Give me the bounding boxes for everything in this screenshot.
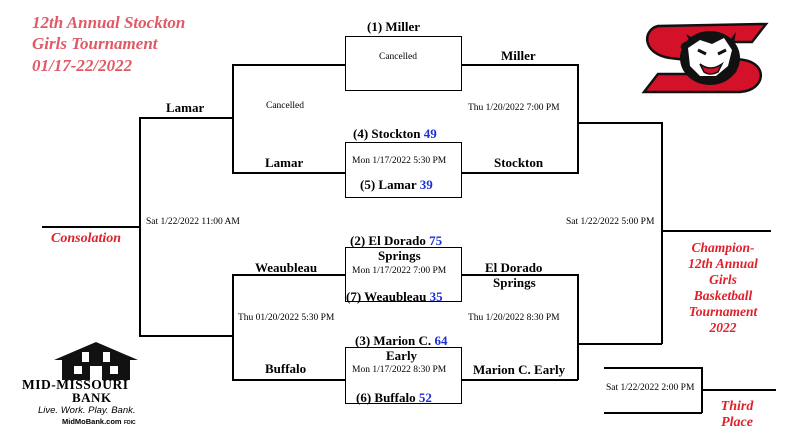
game4-box bbox=[345, 347, 462, 404]
game3-winner-line bbox=[462, 274, 578, 276]
game2-bottom-score: 39 bbox=[419, 177, 433, 192]
game1-winner-line bbox=[462, 64, 578, 66]
cons-lamar-top: Lamar bbox=[166, 100, 205, 115]
cons-semi2-time: Thu 01/20/2022 5:30 PM bbox=[238, 313, 335, 323]
game2-top-team: (4) Stockton 49 bbox=[353, 126, 437, 141]
semi1-connector-right bbox=[577, 64, 579, 174]
game2-winner-line bbox=[462, 172, 578, 174]
third-place-output-line bbox=[701, 389, 776, 391]
bank-house-logo-icon bbox=[54, 342, 138, 380]
game4-bottom-team: (6) Buffalo 52 bbox=[356, 390, 432, 405]
third-place-bottom-line bbox=[604, 412, 702, 414]
game3-top-team-line2: Springs bbox=[378, 248, 421, 263]
game1-winner: Miller bbox=[501, 48, 536, 63]
game1-box bbox=[345, 36, 462, 91]
game3-winner-line1: El Dorado bbox=[485, 260, 543, 275]
sponsor-tagline: Live. Work. Play. Bank. bbox=[38, 405, 136, 416]
championship-label: Champion- 12th Annual Girls Basketball T… bbox=[688, 240, 758, 335]
title-line2: Girls Tournament bbox=[32, 34, 158, 53]
semi2-connector-right bbox=[577, 274, 579, 380]
cons-weaubleau-line bbox=[232, 274, 346, 276]
game2-top-score: 49 bbox=[423, 126, 437, 141]
semi1-time: Thu 1/20/2022 7:00 PM bbox=[468, 103, 560, 113]
game3-bottom-team: (7) Weaubleau 35 bbox=[346, 289, 443, 304]
cons-bottom-connector bbox=[232, 274, 234, 380]
semi2-output-line bbox=[577, 343, 662, 345]
game4-top-score: 64 bbox=[434, 333, 448, 348]
cons-weaubleau: Weaubleau bbox=[255, 260, 318, 275]
cons-semi1-out-line bbox=[139, 117, 233, 119]
game4-winner-line bbox=[462, 379, 578, 381]
title-line3: 01/17-22/2022 bbox=[32, 56, 133, 75]
cons-semi2-out-line bbox=[139, 335, 233, 337]
cons-buffalo: Buffalo bbox=[265, 361, 307, 376]
game4-bottom-score: 52 bbox=[418, 390, 432, 405]
cons-cancelled: Cancelled bbox=[266, 101, 304, 111]
game3-bottom-score: 35 bbox=[429, 289, 443, 304]
consolation-label: Consolation bbox=[51, 231, 122, 246]
cons-buffalo-line bbox=[232, 379, 346, 381]
game3-winner-line2: Springs bbox=[493, 275, 536, 290]
third-place-top-line bbox=[604, 367, 702, 369]
game3-top-score: 75 bbox=[429, 233, 443, 248]
championship-line bbox=[661, 230, 771, 232]
game2-winner: Stockton bbox=[494, 155, 544, 170]
third-place-label: Third Place bbox=[720, 399, 754, 430]
game4-time: Mon 1/17/2022 8:30 PM bbox=[352, 365, 447, 375]
game2-box bbox=[345, 142, 462, 198]
title-line1: 12th Annual Stockton bbox=[32, 13, 186, 32]
game3-time: Mon 1/17/2022 7:00 PM bbox=[352, 266, 447, 276]
cons-mid-in-line bbox=[232, 172, 346, 174]
game1-status: Cancelled bbox=[379, 52, 417, 62]
cons-final-line bbox=[42, 226, 140, 228]
championship-time: Sat 1/22/2022 5:00 PM bbox=[566, 217, 655, 227]
cons-final-time: Sat 1/22/2022 11:00 AM bbox=[146, 217, 240, 227]
fdic-badge: FDIC bbox=[124, 420, 136, 426]
third-place-time: Sat 1/22/2022 2:00 PM bbox=[606, 383, 695, 393]
sponsor-url: MidMoBank.com bbox=[62, 417, 122, 426]
sponsor-name-line2: BANK bbox=[72, 390, 112, 405]
cons-top-in-line bbox=[232, 64, 346, 66]
stockton-tiger-logo-icon bbox=[641, 22, 769, 94]
final-connector bbox=[661, 122, 663, 344]
game2-time: Mon 1/17/2022 5:30 PM bbox=[352, 156, 447, 166]
semi2-time: Thu 1/20/2022 8:30 PM bbox=[468, 313, 560, 323]
game4-top-team: (3) Marion C. 64 bbox=[355, 333, 448, 348]
game2-bottom-team: (5) Lamar 39 bbox=[360, 177, 433, 192]
game1-top-seed: (1) Miller bbox=[367, 19, 421, 34]
game4-winner: Marion C. Early bbox=[473, 362, 566, 377]
game3-top-team: (2) El Dorado 75 bbox=[350, 233, 443, 248]
game4-top-team-line2: Early bbox=[386, 348, 418, 363]
semi1-output-line bbox=[577, 122, 662, 124]
cons-lamar-mid: Lamar bbox=[265, 155, 304, 170]
sponsor-name-line1: MID-MISSOURI bbox=[22, 377, 129, 392]
